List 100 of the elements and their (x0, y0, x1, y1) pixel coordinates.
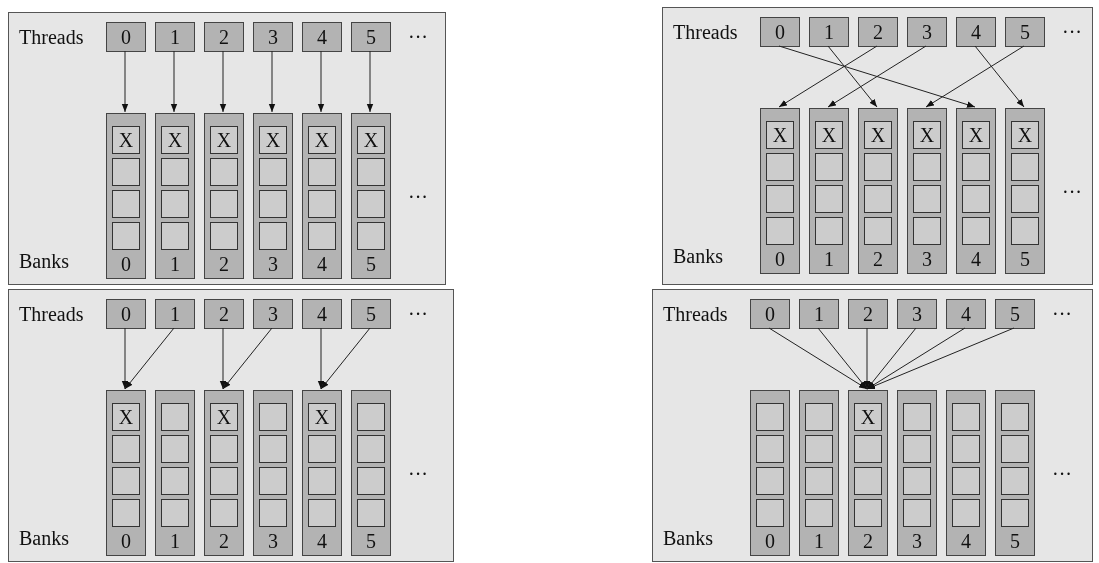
memory-cell (756, 435, 784, 463)
memory-cell (815, 217, 843, 245)
memory-cell (357, 190, 385, 218)
bank-column (351, 390, 391, 556)
thread-box: 5 (351, 22, 391, 52)
memory-cell (805, 467, 833, 495)
memory-cell (962, 217, 990, 245)
memory-cell: X (112, 403, 140, 431)
memory-cell (210, 435, 238, 463)
memory-cell (903, 467, 931, 495)
bank-number: 0 (764, 529, 776, 553)
memory-cell (1011, 153, 1039, 181)
bank-number: 2 (872, 247, 884, 271)
memory-cell: X (112, 126, 140, 154)
memory-cell (913, 185, 941, 213)
memory-cell (259, 190, 287, 218)
memory-cell: X (357, 126, 385, 154)
memory-cell (357, 467, 385, 495)
arrow (317, 50, 325, 113)
memory-cell (357, 158, 385, 186)
arrow (121, 50, 129, 113)
memory-cell (112, 190, 140, 218)
memory-cell (357, 435, 385, 463)
bank-number: 0 (120, 252, 132, 276)
memory-cell (766, 217, 794, 245)
bank-number: 3 (267, 529, 279, 553)
memory-cell: X (864, 121, 892, 149)
thread-box: 5 (1005, 17, 1045, 47)
bank-column (809, 108, 849, 274)
memory-cell (259, 499, 287, 527)
thread-box: 2 (204, 299, 244, 329)
memory-cell (357, 403, 385, 431)
panel (8, 12, 446, 285)
memory-cell: X (259, 126, 287, 154)
ellipsis: ··· (1052, 302, 1072, 326)
memory-cell (210, 499, 238, 527)
bank-column (106, 390, 146, 556)
memory-cell (766, 153, 794, 181)
arrow (778, 45, 878, 108)
memory-cell (903, 499, 931, 527)
memory-cell (952, 435, 980, 463)
memory-cell (756, 467, 784, 495)
arrow (827, 45, 878, 108)
bank-number: 0 (120, 529, 132, 553)
bank-number: 5 (365, 252, 377, 276)
bank-column (302, 390, 342, 556)
memory-cell (308, 222, 336, 250)
row-label: Banks (19, 249, 69, 273)
bank-column (848, 390, 888, 556)
bank-column (750, 390, 790, 556)
memory-cell (1001, 467, 1029, 495)
thread-box: 3 (253, 299, 293, 329)
thread-box: 3 (907, 17, 947, 47)
memory-cell (161, 435, 189, 463)
thread-box: 1 (155, 299, 195, 329)
bank-column (946, 390, 986, 556)
memory-cell (1011, 217, 1039, 245)
thread-box: 4 (302, 22, 342, 52)
bank-number: 2 (862, 529, 874, 553)
memory-cell (1011, 185, 1039, 213)
memory-cell (357, 222, 385, 250)
bank-number: 2 (218, 529, 230, 553)
memory-cell (112, 467, 140, 495)
bank-number: 4 (316, 529, 328, 553)
memory-cell (903, 403, 931, 431)
memory-cell (210, 158, 238, 186)
memory-cell (357, 499, 385, 527)
panel (662, 7, 1093, 285)
memory-cell (854, 435, 882, 463)
bank-column (204, 390, 244, 556)
memory-cell (210, 222, 238, 250)
thread-box: 0 (106, 22, 146, 52)
bank-column (956, 108, 996, 274)
ellipsis: ··· (408, 462, 428, 486)
arrow (925, 45, 1025, 108)
memory-cell (210, 467, 238, 495)
memory-cell (161, 190, 189, 218)
row-label: Threads (673, 20, 738, 44)
bank-number: 1 (169, 529, 181, 553)
bank-column (907, 108, 947, 274)
memory-cell (259, 435, 287, 463)
memory-cell: X (308, 403, 336, 431)
thread-box: 0 (760, 17, 800, 47)
memory-cell: X (210, 403, 238, 431)
thread-box: 0 (750, 299, 790, 329)
memory-cell (766, 185, 794, 213)
arrow (863, 327, 871, 390)
memory-cell (308, 158, 336, 186)
memory-cell (112, 222, 140, 250)
memory-cell (864, 153, 892, 181)
memory-cell (756, 403, 784, 431)
bank-column (204, 113, 244, 279)
bank-number: 3 (911, 529, 923, 553)
bank-column (302, 113, 342, 279)
memory-cell (952, 467, 980, 495)
bank-number: 1 (169, 252, 181, 276)
thread-box: 1 (809, 17, 849, 47)
memory-cell (308, 467, 336, 495)
bank-column (897, 390, 937, 556)
ellipsis: ··· (1052, 462, 1072, 486)
